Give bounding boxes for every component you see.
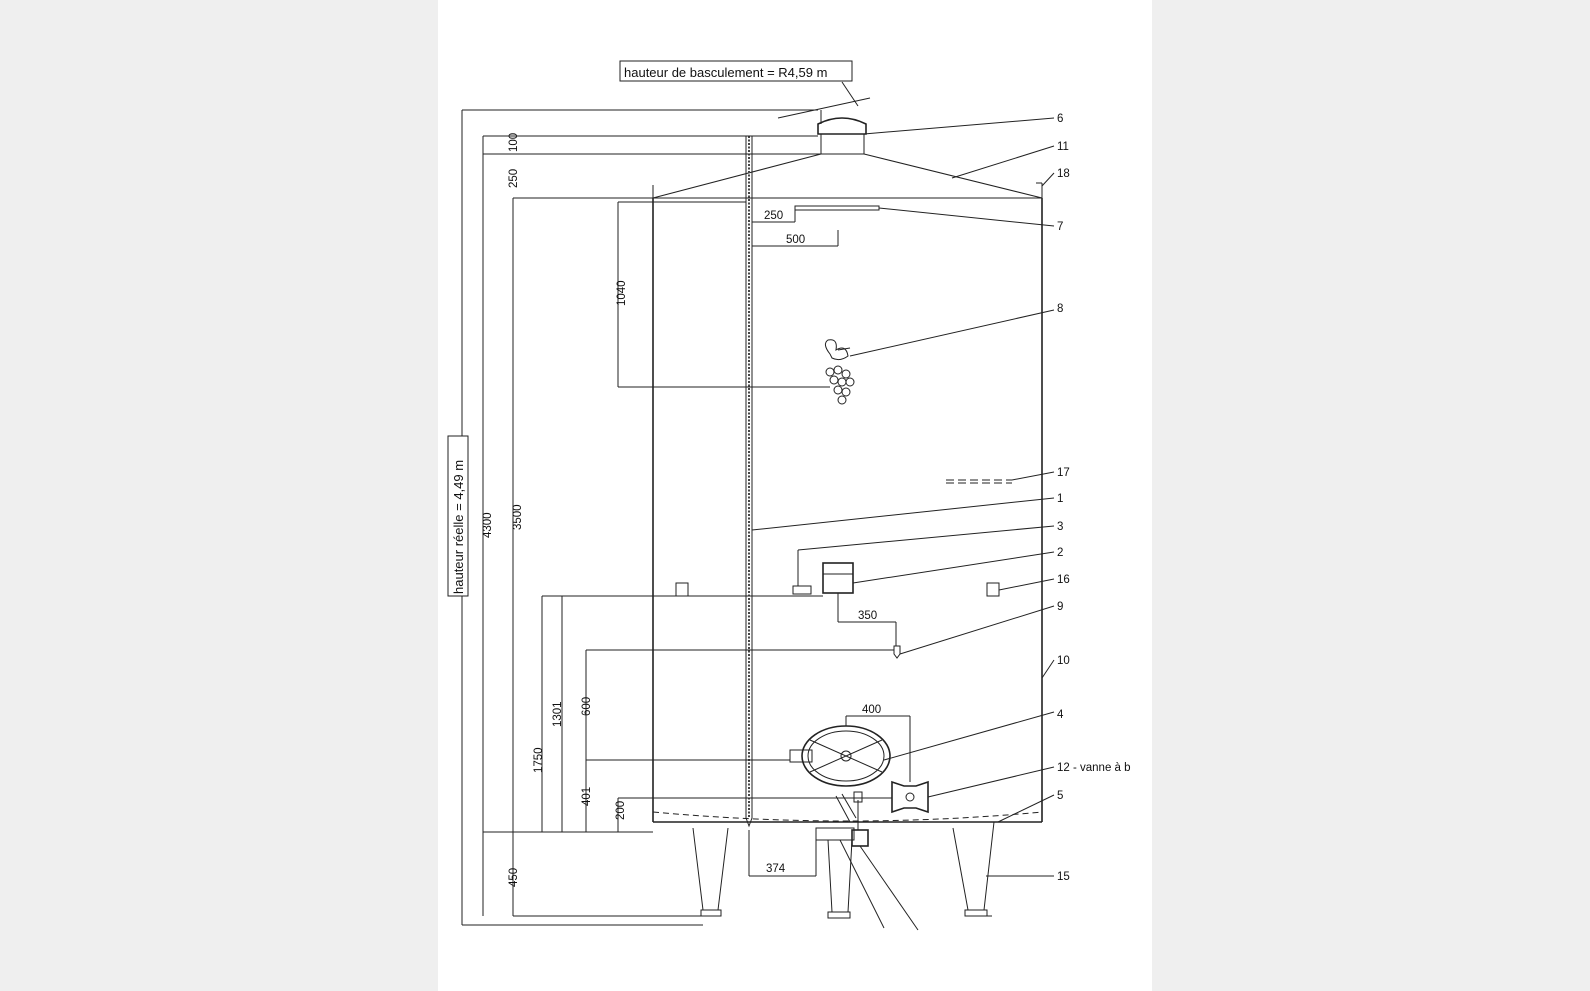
callout-1: 1: [1057, 493, 1063, 505]
dim-1040: 1040: [616, 280, 628, 306]
oval-manway: [789, 725, 891, 787]
callout-3: 3: [1057, 521, 1063, 533]
drawing-sheet: hauteur de basculement = R4,59 m hauteur…: [438, 0, 1152, 991]
dim-4300: 4300: [482, 512, 494, 538]
callout-2: 2: [1057, 547, 1063, 559]
callout-leaders: [751, 117, 1055, 877]
level-gauge: [745, 136, 753, 828]
sample-tap: [893, 645, 901, 659]
hatch-left: [675, 582, 689, 597]
roof-manhole-lid: [817, 117, 867, 135]
callout-7: 7: [1057, 221, 1063, 233]
callout-10: 10: [1057, 655, 1070, 667]
tank-legs: [692, 791, 995, 931]
roof-cone-right: [863, 153, 1043, 199]
grape-ornament-icon: [824, 339, 855, 405]
dim-1750: 1750: [533, 747, 545, 773]
callout-8: 8: [1057, 303, 1063, 315]
nameplate: [792, 585, 812, 595]
callout-18: 18: [1057, 168, 1070, 180]
dim-400: 400: [862, 704, 881, 716]
callout-17: 17: [1057, 467, 1070, 479]
dim-401: 401: [581, 787, 593, 806]
thermometer-box: [822, 562, 854, 594]
tank-body: [652, 110, 1043, 823]
callout-15: 15: [1057, 871, 1070, 883]
tilt-height-label: hauteur de basculement = R4,59 m: [624, 65, 827, 80]
callout-12: 12 - vanne à b: [1057, 762, 1131, 774]
callout-9: 9: [1057, 601, 1063, 613]
real-height-box: [447, 435, 469, 597]
leg-left: [692, 827, 729, 911]
hatch-right: [986, 582, 1000, 597]
leg-center: [827, 839, 853, 913]
dim-374: 374: [766, 863, 786, 875]
dimension-lines: [461, 81, 911, 926]
dim-250-left: 250: [508, 169, 520, 188]
dimension-labels: 100 250 1040 250 500 3500 4300 350 1301 …: [482, 133, 881, 887]
dim-200: 200: [615, 801, 627, 820]
callout-11: 11: [1057, 141, 1069, 153]
real-height-label: hauteur réelle = 4,49 m: [451, 460, 466, 594]
dim-450: 450: [508, 868, 520, 887]
butterfly-valve: [891, 780, 929, 814]
dim-1301: 1301: [552, 701, 564, 727]
drain-pipe: [815, 827, 855, 841]
tank-bottom-dashed: [652, 811, 1043, 822]
callout-6: 6: [1057, 113, 1063, 125]
leg-right: [952, 821, 995, 911]
dim-100: 100: [508, 133, 520, 152]
tank-fittings: [675, 205, 1012, 814]
dim-500: 500: [786, 234, 805, 246]
tilt-height-box: [619, 60, 853, 82]
callout-4: 4: [1057, 709, 1064, 721]
roof-manhole: [820, 133, 865, 155]
dim-250: 250: [764, 210, 783, 222]
roof-cone-left: [652, 153, 822, 199]
spray-bar: [794, 205, 880, 211]
callout-numbers: 6 11 18 7 8 17 1 3 2 16 9 10 4 12 - vann…: [1057, 113, 1131, 883]
callout-5: 5: [1057, 790, 1063, 802]
dim-3500: 3500: [512, 504, 524, 530]
tank-technical-drawing: hauteur de basculement = R4,59 m hauteur…: [447, 60, 1131, 931]
dim-350: 350: [858, 610, 877, 622]
dim-600: 600: [581, 697, 593, 716]
callout-16: 16: [1057, 574, 1070, 586]
